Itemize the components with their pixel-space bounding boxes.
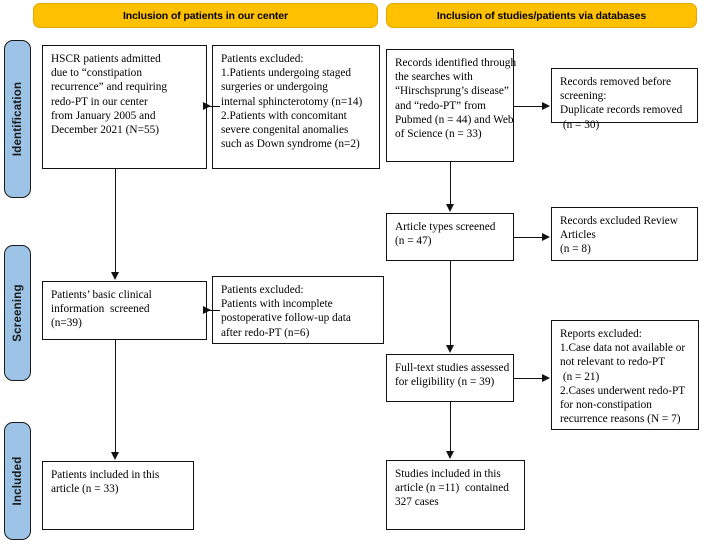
box-line: after redo-PT (n=6)	[221, 326, 310, 339]
arrowhead-l3-to-l5	[111, 452, 119, 460]
box-line: Patients with incomplete	[221, 298, 333, 311]
box-line: surgeries or undergoing	[221, 81, 328, 94]
box-line: Records excluded Review	[560, 215, 678, 227]
box-records-excluded-review-articles: Records excluded Review Articles (n = 8)	[551, 207, 698, 261]
box-line: Pubmed (n = 44) and Web	[395, 113, 514, 126]
box-line: article (n = 33)	[51, 483, 119, 496]
box-line: (n = 21)	[560, 370, 600, 383]
connector-r1-to-r2	[514, 106, 544, 108]
box-line: postoperative follow-up data	[221, 312, 351, 325]
stage-label-included: Included	[4, 422, 31, 540]
box-line: redo-PT in our center	[51, 95, 148, 108]
connector-l1-to-l2	[207, 106, 220, 108]
box-line: Articles	[560, 229, 596, 242]
box-line: for eligibility (n = 39)	[395, 376, 495, 389]
box-line: of Science (n = 33)	[395, 127, 482, 140]
banner-inclusion-our-center: Inclusion of patients in our center	[33, 3, 378, 28]
arrowhead-l1-to-l2	[203, 102, 211, 110]
arrowhead-r5-to-r6	[542, 374, 550, 382]
arrowhead-r3-to-r5	[446, 345, 454, 353]
box-line: not relevant to redo-PT	[560, 356, 666, 369]
box-line: due to “constipation	[51, 67, 142, 80]
connector-r5-to-r7	[450, 402, 452, 453]
box-line: Patients included in this	[51, 469, 160, 481]
box-line: Records removed before	[560, 76, 672, 88]
box-studies-included-in-article: Studies included in this article (n =11)…	[386, 460, 525, 530]
box-reports-excluded: Reports excluded: 1.Case data not availa…	[551, 320, 699, 430]
box-full-text-studies-assessed: Full-text studies assessed for eligibili…	[386, 354, 514, 402]
box-line: (n = 47)	[395, 235, 432, 248]
box-line: Reports excluded:	[560, 328, 642, 340]
box-line: Patients excluded:	[221, 284, 304, 296]
box-patients-included-in-article: Patients included in this article (n = 3…	[42, 461, 194, 530]
stage-label-screening-text: Screening	[11, 284, 24, 342]
arrowhead-r5-to-r7	[446, 451, 454, 459]
box-line: 2.Cases underwent redo-PT	[560, 384, 686, 397]
box-line: recurrence” and requiring	[51, 81, 168, 94]
stage-label-included-text: Included	[11, 456, 24, 506]
box-line: 2.Patients with concomitant	[221, 109, 347, 122]
box-patients-excluded-identification: Patients excluded: 1.Patients undergoing…	[212, 45, 380, 169]
box-line: Patients excluded:	[221, 53, 304, 65]
box-line: (n = 8)	[560, 243, 591, 256]
arrowhead-r1-to-r3	[446, 204, 454, 212]
arrowhead-l3-to-l4	[203, 306, 211, 314]
connector-r3-to-r4	[514, 237, 544, 239]
box-patients-basic-clinical-information-screened: Patients’ basic clinical information scr…	[42, 281, 207, 340]
box-hscr-patients-admitted: HSCR patients admitted due to “constipat…	[42, 45, 207, 169]
box-line: December 2021 (N=55)	[51, 123, 160, 136]
box-article-types-screened: Article types screened (n = 47)	[386, 213, 514, 261]
box-line: Studies included in this	[395, 468, 501, 480]
box-patients-excluded-screening: Patients excluded: Patients with incompl…	[212, 276, 384, 344]
connector-r3-to-r5	[450, 261, 452, 347]
arrowhead-l1-to-l3	[111, 272, 119, 280]
box-line: HSCR patients admitted	[51, 53, 161, 65]
box-line: Patients’ basic clinical	[51, 289, 152, 301]
box-line: “Hirschsprung’s disease”	[395, 85, 509, 98]
box-line: from January 2005 and	[51, 109, 156, 122]
box-line: article (n =11) contained	[395, 482, 509, 495]
connector-r5-to-r6	[514, 378, 544, 380]
box-line: the searches with	[395, 71, 473, 84]
box-line: and “redo-PT” from	[395, 99, 486, 112]
box-line: 1.Case data not available or	[560, 342, 686, 355]
box-line: 1.Patients undergoing staged	[221, 67, 352, 80]
box-line: Duplicate records removed	[560, 104, 683, 117]
box-line: information screened	[51, 303, 150, 316]
connector-l3-to-l5	[115, 340, 117, 454]
stage-label-identification-text: Identification	[11, 81, 24, 157]
box-records-identified-through-searches: Records identified through the searches …	[386, 49, 517, 162]
box-line: screening:	[560, 90, 607, 103]
arrowhead-r3-to-r4	[542, 233, 550, 241]
connector-l1-to-l3	[115, 169, 117, 274]
box-line: severe congenital anomalies	[221, 123, 349, 136]
box-line: (n=39)	[51, 317, 82, 330]
box-line: recurrence reasons (N = 7)	[560, 413, 681, 426]
connector-r1-to-r3	[450, 162, 452, 206]
box-records-removed-before-screening: Records removed before screening: Duplic…	[551, 68, 698, 131]
box-line: Article types screened	[395, 221, 496, 233]
stage-label-screening: Screening	[4, 245, 31, 381]
arrowhead-r1-to-r2	[542, 102, 550, 110]
box-line: for non-constipation	[560, 398, 652, 411]
banner-inclusion-via-databases: Inclusion of studies/patients via databa…	[386, 3, 697, 28]
box-line: Full-text studies assessed	[395, 362, 510, 374]
box-line: internal sphincterotomy (n=14)	[221, 95, 363, 108]
box-line: (n = 30)	[560, 118, 600, 131]
box-line: Records identified through	[395, 57, 517, 69]
box-line: such as Down syndrome (n=2)	[221, 138, 360, 151]
box-line: 327 cases	[395, 496, 439, 509]
connector-l3-to-l4	[207, 310, 220, 312]
stage-label-identification: Identification	[4, 40, 31, 198]
